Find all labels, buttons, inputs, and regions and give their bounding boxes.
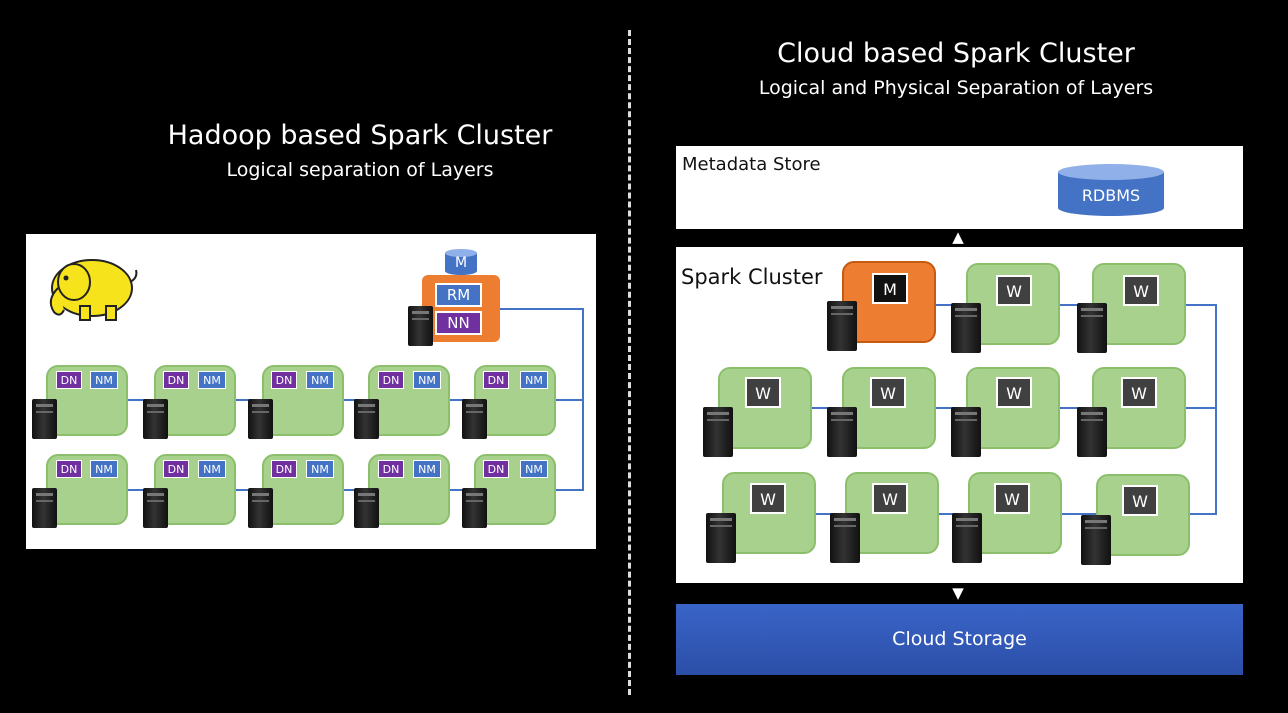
server-tower-icon: [408, 306, 433, 346]
worker-tag: W: [745, 377, 781, 408]
nm-tag: NM: [520, 460, 548, 478]
server-tower-icon: [951, 303, 981, 353]
dn-tag: DN: [378, 460, 404, 478]
server-tower-icon: [354, 399, 379, 439]
server-tower-icon: [951, 407, 981, 457]
master-m-label: M: [454, 255, 468, 271]
left-title: Hadoop based Spark Cluster: [167, 120, 553, 151]
server-tower-icon: [462, 488, 487, 528]
right-title: Cloud based Spark Cluster: [777, 38, 1135, 69]
hadoop-cluster-panel: M RM NN DN NM DN NM DN NM DN NM DN NM DN…: [26, 234, 596, 549]
nm-tag: NM: [90, 460, 118, 478]
spark-cluster-panel: Spark Cluster M W W W W W W W W W W: [676, 247, 1243, 583]
worker-tag: W: [870, 377, 906, 408]
nm-tag: NM: [306, 460, 334, 478]
dn-tag: DN: [271, 460, 297, 478]
database-cylinder-icon: [1058, 164, 1164, 216]
left-subtitle: Logical separation of Layers: [226, 159, 494, 181]
cloud-storage-layer: Cloud Storage: [676, 604, 1243, 675]
worker-tag: W: [994, 483, 1030, 514]
nm-tag: NM: [413, 371, 441, 389]
worker-tag: W: [1123, 275, 1159, 306]
server-tower-icon: [830, 513, 860, 563]
server-tower-icon: [143, 488, 168, 528]
server-tower-icon: [248, 488, 273, 528]
worker-tag: W: [996, 275, 1032, 306]
arrow-down-icon: ▼: [952, 584, 964, 602]
right-subtitle: Logical and Physical Separation of Layer…: [758, 77, 1154, 99]
master-tag: M: [872, 273, 908, 304]
dn-tag: DN: [163, 460, 189, 478]
nm-tag: NM: [198, 460, 226, 478]
dn-tag: DN: [483, 460, 509, 478]
server-tower-icon: [827, 301, 857, 351]
server-tower-icon: [1081, 515, 1111, 565]
dn-tag: DN: [271, 371, 297, 389]
server-tower-icon: [952, 513, 982, 563]
server-tower-icon: [1077, 407, 1107, 457]
dn-tag: DN: [378, 371, 404, 389]
worker-tag: W: [1122, 485, 1158, 516]
worker-tag: W: [750, 483, 786, 514]
dn-tag: DN: [483, 371, 509, 389]
rm-tag: RM: [435, 283, 482, 307]
dn-tag: DN: [56, 460, 82, 478]
worker-tag: W: [872, 483, 908, 514]
server-tower-icon: [462, 399, 487, 439]
metadata-store-label: Metadata Store: [682, 154, 821, 175]
dn-tag: DN: [56, 371, 82, 389]
metadata-store-panel: Metadata Store RDBMS: [676, 146, 1243, 229]
worker-tag: W: [1121, 377, 1157, 408]
server-tower-icon: [703, 407, 733, 457]
server-tower-icon: [1077, 303, 1107, 353]
hadoop-elephant-logo: [49, 259, 138, 321]
nm-tag: NM: [413, 460, 441, 478]
worker-node: [1092, 367, 1186, 449]
dn-tag: DN: [163, 371, 189, 389]
database-cylinder-icon: [445, 249, 477, 275]
server-tower-icon: [248, 399, 273, 439]
server-tower-icon: [32, 488, 57, 528]
arrow-up-icon: ▲: [952, 228, 964, 246]
server-tower-icon: [143, 399, 168, 439]
worker-tag: W: [996, 377, 1032, 408]
server-tower-icon: [354, 488, 379, 528]
nm-tag: NM: [198, 371, 226, 389]
rdbms-label: RDBMS: [1081, 186, 1141, 205]
nm-tag: NM: [306, 371, 334, 389]
nn-tag: NN: [435, 311, 482, 335]
server-tower-icon: [706, 513, 736, 563]
nm-tag: NM: [520, 371, 548, 389]
spark-cluster-label: Spark Cluster: [681, 265, 823, 289]
server-tower-icon: [827, 407, 857, 457]
nm-tag: NM: [90, 371, 118, 389]
server-tower-icon: [32, 399, 57, 439]
section-divider: [628, 30, 631, 695]
